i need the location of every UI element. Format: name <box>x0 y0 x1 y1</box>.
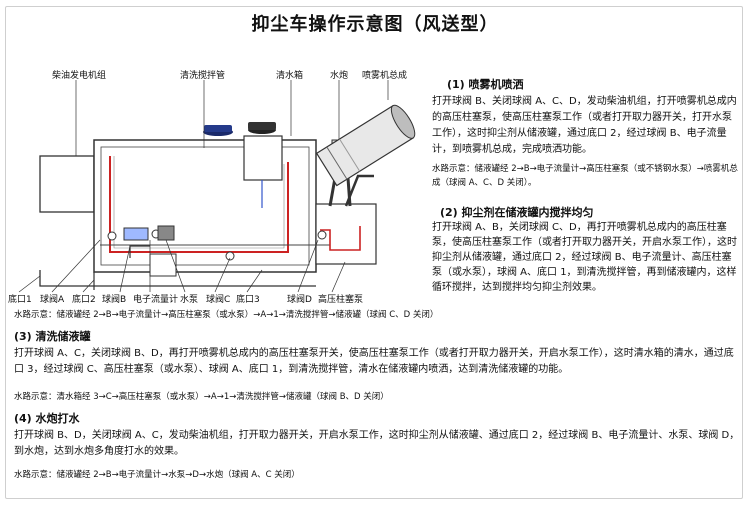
label-outlet2: 底口2 <box>72 295 96 305</box>
label-outlet3: 底口3 <box>236 295 260 305</box>
mixing-pipe-line <box>109 156 289 253</box>
label-valve-d: 球阀D <box>287 295 312 305</box>
generator-box <box>39 155 95 213</box>
section1-text: 打开球阀 B、关闭球阀 A、C、D，发动柴油机组，打开喷雾机总成内的高压柱塞泵，… <box>432 96 737 155</box>
section2-route: 水路示意：储液罐经 2→B→电子流量计→高压柱塞泵（或水泵）→A→1→清洗搅拌管… <box>14 310 439 320</box>
label-cannon: 水炮 <box>330 71 349 81</box>
section1-route: 水路示意：储液罐经 2→B→电子流量计→高压柱塞泵（或不锈钢水泵）→喷雾机总成（… <box>432 164 738 188</box>
page-title: 抑尘车操作示意图（风送型） <box>251 14 499 35</box>
section3-heading: (3) 清洗储液罐 <box>14 330 91 343</box>
label-generator: 柴油发电机组 <box>52 71 107 81</box>
section3-route: 水路示意：清水箱经 3→C→高压柱塞泵（或水泵）→A→1→清洗搅拌管→储液罐（球… <box>14 392 389 402</box>
section1-heading: (1) 喷雾机喷洒 <box>447 78 524 91</box>
section2-text: 打开球阀 A、B，关闭球阀 C、D，再打开喷雾机总成内的高压柱塞泵，使高压柱塞泵… <box>432 222 737 293</box>
label-pump: 水泵 <box>180 295 199 305</box>
clear-water-tank <box>243 135 283 181</box>
label-mixing-pipe: 清洗搅拌管 <box>180 71 226 81</box>
valve-d-symbol <box>317 230 327 240</box>
label-spray-assembly: 喷雾机总成 <box>362 71 408 81</box>
section4-heading: (4) 水炮打水 <box>14 412 80 425</box>
label-valve-c: 球阀C <box>206 295 231 305</box>
label-plunger-pump: 高压柱塞泵 <box>318 295 364 305</box>
label-valve-b: 球阀B <box>102 295 127 305</box>
pump-symbol <box>157 225 175 241</box>
valve-c-symbol <box>225 251 235 261</box>
pipeline-bottom <box>39 270 316 287</box>
spray-barrel <box>315 104 416 187</box>
section4-text: 打开球阀 B、D，关闭球阀 A、C，发动柴油机组，打开取力器开关，开启水泵工作，… <box>14 430 740 457</box>
valve-a-symbol <box>107 231 117 241</box>
label-water-tank: 清水箱 <box>276 71 304 81</box>
section4-route: 水路示意：储液罐经 2→B→电子流量计→水泵→D→水炮（球阀 A、C 关闭） <box>14 470 300 480</box>
cannon-support <box>344 174 374 207</box>
section2-heading: (2) 抑尘剂在储液罐内搅拌均匀 <box>440 206 594 219</box>
label-outlet1: 底口1 <box>8 295 32 305</box>
flowmeter-symbol <box>123 227 149 241</box>
section3-text: 打开球阀 A、C，关闭球阀 B、D，再打开喷雾机总成内的高压柱塞泵开关，使高压柱… <box>14 348 734 375</box>
page-frame <box>5 6 743 499</box>
label-valve-a: 球阀A <box>40 295 65 305</box>
label-flowmeter: 电子流量计 <box>133 295 179 305</box>
